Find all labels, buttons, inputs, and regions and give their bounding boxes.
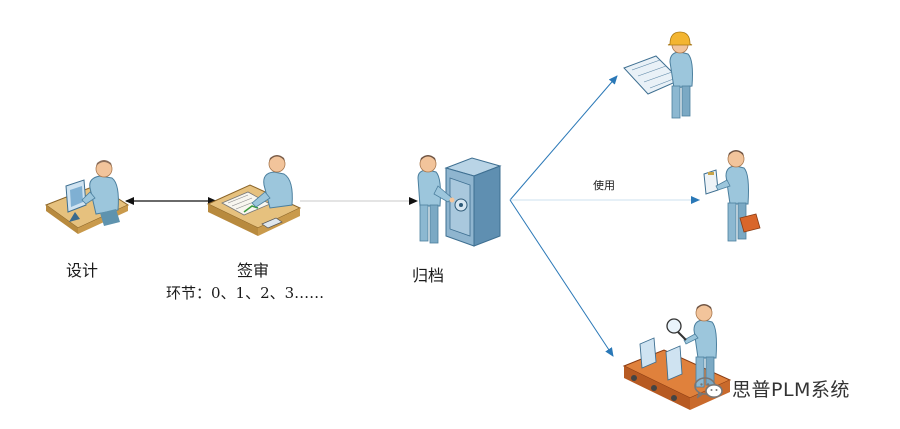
- user-figure: [703, 150, 761, 242]
- watermark: 思普PLM系统: [694, 371, 850, 405]
- design-figure: [44, 160, 130, 234]
- archive-figure: [417, 155, 502, 247]
- signoff-loop-label: 环节：0、1、2、3……: [166, 284, 325, 302]
- production-figure: [622, 304, 732, 410]
- engineer-figure: [623, 31, 693, 119]
- archive-to-production-arrow: [509, 199, 614, 357]
- archive-to-engineer-arrow: [509, 75, 618, 201]
- watermark-text: 思普PLM系统: [732, 378, 850, 401]
- signoff-figure: [206, 155, 302, 236]
- wechat-icon: [694, 377, 723, 399]
- signoff-archive-arrowhead: [409, 197, 418, 205]
- design-label: 设计: [66, 261, 99, 280]
- use-label: 使用: [593, 179, 615, 192]
- signoff-label: 签审: [237, 261, 270, 280]
- archive-label: 归档: [412, 266, 445, 285]
- archive-to-user-arrowhead: [691, 196, 700, 204]
